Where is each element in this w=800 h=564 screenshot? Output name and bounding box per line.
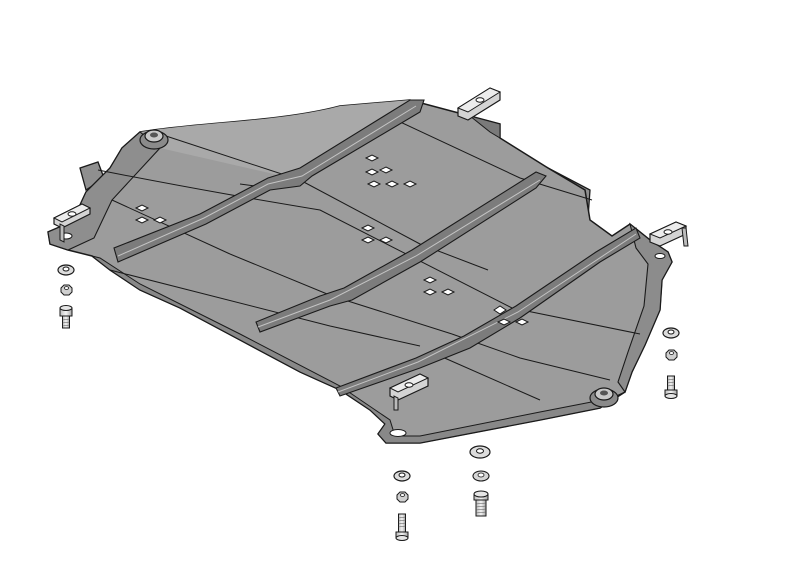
hardware-stack-front-right <box>469 445 491 517</box>
nut <box>60 284 73 296</box>
bracket-left <box>52 203 92 243</box>
hardware-stack-right <box>662 327 680 399</box>
nut <box>665 349 678 361</box>
mounting-bracket <box>52 87 689 411</box>
nut <box>396 491 409 503</box>
hardware-stack-front-left <box>393 470 411 541</box>
hardware-stack-left <box>57 264 75 329</box>
plate-ribs <box>113 99 641 397</box>
mounting-boss-front <box>589 387 619 408</box>
vent-holes <box>134 154 530 326</box>
mounting-boss-rear <box>139 129 169 150</box>
plate-right-wall <box>617 222 673 394</box>
rib-1 <box>113 99 425 263</box>
bolt <box>395 513 409 541</box>
bracket-right-front <box>648 221 689 247</box>
nut <box>472 470 490 482</box>
rib-3 <box>335 227 641 397</box>
plate-rear-recess <box>469 115 501 139</box>
plate-top-face <box>140 100 420 180</box>
bracket-rear-right <box>456 87 502 121</box>
bolt <box>664 375 678 399</box>
rib-2 <box>255 171 547 333</box>
washer <box>662 327 680 339</box>
washer <box>469 445 491 459</box>
bracket-front-center <box>388 373 430 411</box>
bolt <box>473 490 489 517</box>
bolt <box>59 305 73 329</box>
skid-plate <box>47 99 673 444</box>
washer <box>393 470 411 482</box>
washer <box>57 264 75 276</box>
